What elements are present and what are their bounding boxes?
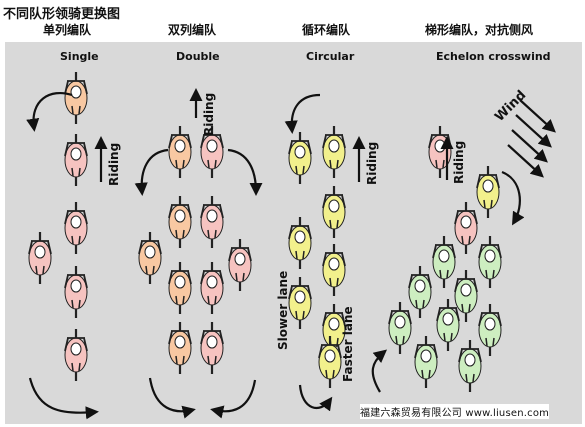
rotation-arrow-bottom-circular: [298, 384, 333, 412]
title-single-cn: 单列编队: [43, 23, 92, 37]
title-single-en: Single: [60, 50, 99, 63]
cyclist-icon: [454, 270, 478, 322]
title-circular-cn: 循环编队: [302, 23, 351, 37]
cyclist-icon: [168, 126, 192, 178]
cyclist-icon: [408, 266, 432, 318]
cyclist-icon: [138, 232, 162, 284]
cyclist-icon: [28, 232, 52, 284]
watermark: 福建六森贸易有限公司 www.liusen.com: [360, 404, 550, 419]
cyclist-icon: [478, 304, 502, 356]
cyclist-icon: [322, 304, 346, 356]
rotation-arrow-top-circular: [284, 93, 321, 134]
riding-label-double: Riding: [202, 93, 216, 136]
cyclist-icon: [318, 336, 342, 388]
cyclist-icon: [458, 340, 482, 392]
cyclist-icon: [228, 239, 252, 291]
cyclist-icon: [322, 244, 346, 296]
rotation-arrow-left-double: [134, 148, 169, 196]
wind-arrow-3: [511, 129, 548, 163]
riding-label-echelon: Riding: [452, 141, 466, 184]
cyclist-icon: [432, 236, 456, 288]
wind-arrow-4: [507, 144, 544, 178]
cyclist-icon: [476, 166, 500, 218]
cyclist-icon: [288, 217, 312, 269]
cyclist-icon: [414, 336, 438, 388]
cyclist-icon: [168, 322, 192, 374]
slower-lane-label: Slower lane: [276, 271, 290, 350]
cyclist-icon: [168, 196, 192, 248]
cyclist-icon: [436, 299, 460, 351]
cyclist-icon: [200, 322, 224, 374]
cyclist-icon: [200, 196, 224, 248]
cyclist-icon: [168, 262, 192, 314]
wind-arrow-1: [519, 99, 556, 133]
rotation-arrow-right-echelon: [501, 170, 525, 226]
rotation-arrow-bottom-double: [148, 377, 196, 419]
cyclist-icon: [200, 262, 224, 314]
cyclist-icon: [288, 132, 312, 184]
cyclist-icon: [64, 72, 88, 124]
cyclist-icon: [64, 202, 88, 254]
page-title: 不同队形领骑更换图: [3, 7, 121, 22]
cyclist-icon: [200, 126, 224, 178]
wind-label: Wind: [492, 88, 529, 125]
title-echelon-cn: 梯形编队，对抗侧风: [425, 23, 534, 37]
cyclist-icon: [322, 186, 346, 238]
rotation-arrow-bottom-single: [28, 377, 99, 420]
faster-lane-label: Faster lane: [341, 306, 355, 382]
riding-label-single: Riding: [107, 143, 121, 186]
cyclist-icon: [64, 266, 88, 318]
rotation-arrow-bottom-double-right: [210, 379, 257, 419]
rotation-arrow-right-double: [227, 148, 263, 196]
panel-double: [138, 42, 268, 424]
cyclist-icon: [478, 236, 502, 288]
title-echelon-en: Echelon crosswind: [436, 50, 551, 63]
cyclist-icon: [388, 302, 412, 354]
cyclist-icon: [64, 329, 88, 381]
title-double-en: Double: [176, 50, 220, 63]
rotation-arrow-top-single: [26, 92, 73, 132]
cyclist-icon: [64, 134, 88, 186]
title-double-cn: 双列编队: [168, 23, 217, 37]
cyclist-icon: [454, 202, 478, 254]
rotation-arrow-bottom-echelon: [371, 349, 388, 393]
title-circular-en: Circular: [306, 50, 355, 63]
cyclist-icon: [288, 277, 312, 329]
riding-label-circular: Riding: [365, 142, 379, 185]
cyclist-icon: [322, 126, 346, 178]
wind-arrow-2: [515, 114, 552, 148]
